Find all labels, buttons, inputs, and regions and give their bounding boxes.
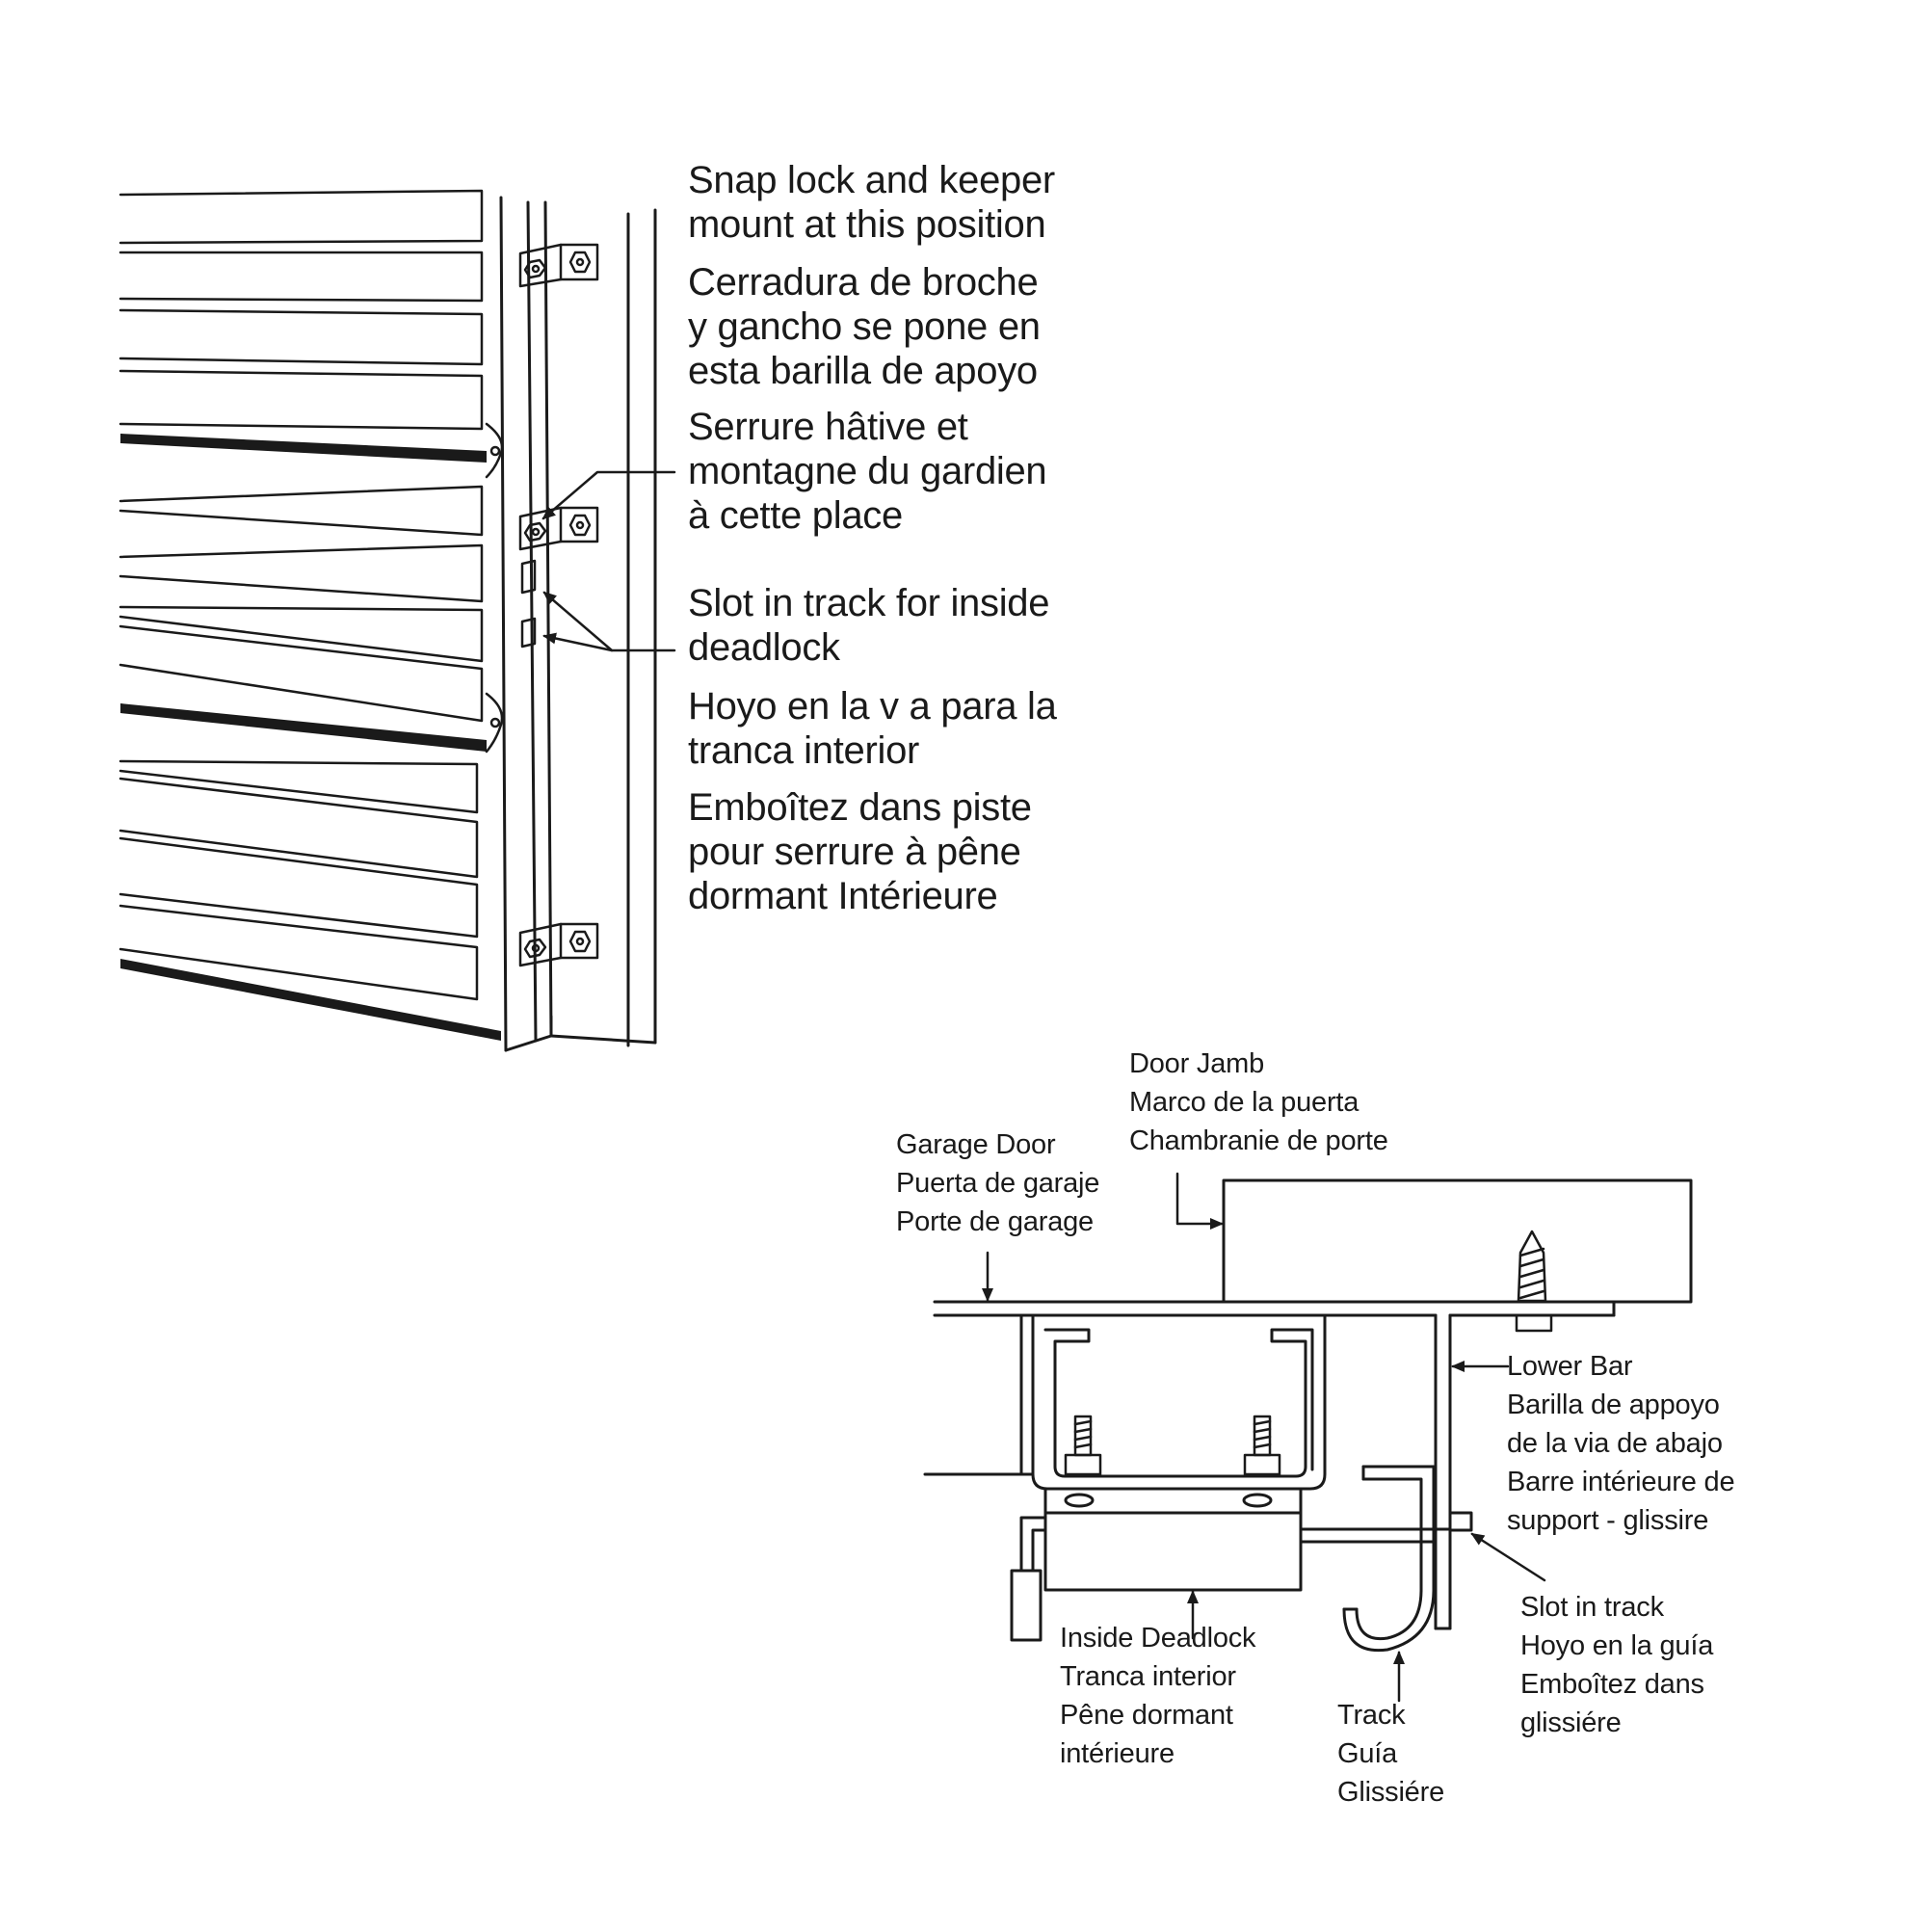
bracket-top: [518, 243, 599, 288]
lower-bar: [1434, 1313, 1473, 1630]
label-garage-door: Garage Door Puerta de garaje Porte de ga…: [896, 1129, 1100, 1237]
left-bracket: [923, 1313, 1035, 1476]
label-slot-en: Slot in track for inside deadlock: [688, 582, 1050, 669]
label-lock-en: Snap lock and keeper mount at this posit…: [688, 159, 1055, 246]
garage-door-line: [933, 1300, 1616, 1317]
door-jamb-block: [1222, 1178, 1693, 1304]
deadlock-body: [1010, 1487, 1452, 1642]
label-inside-deadlock: Inside Deadlock Tranca interior Pêne dor…: [1060, 1623, 1256, 1769]
bracket-bottom: [518, 922, 599, 967]
leader-lines-top: [541, 470, 676, 652]
panel-seams: [120, 434, 501, 1041]
c-channel: [1031, 1313, 1327, 1491]
leader-lines-bottom: [982, 1172, 1546, 1703]
label-lock-es: Cerradura de broche y gancho se pone en …: [688, 261, 1041, 392]
label-slot-es: Hoyo en la v a para la tranca interior: [688, 685, 1057, 772]
channel-bolts: [1064, 1415, 1281, 1476]
label-lock-fr: Serrure hâtive et montagne du gardien à …: [688, 406, 1047, 537]
label-slot-in-track: Slot in track Hoyo en la guía Emboîtez d…: [1520, 1592, 1714, 1738]
label-track: Track Guía Glissiére: [1337, 1700, 1444, 1808]
label-slot-fr: Emboîtez dans piste pour serrure à pêne …: [688, 786, 1032, 917]
label-lower-bar: Lower Bar Barilla de appoyo de la via de…: [1507, 1351, 1735, 1536]
track-profile: [1342, 1465, 1436, 1653]
track-slots: [520, 559, 537, 648]
bracket-middle: [518, 506, 599, 551]
hinge-bumps: [485, 422, 504, 754]
track-rails: [499, 196, 657, 1052]
label-door-jamb: Door Jamb Marco de la puerta Chambranie …: [1129, 1048, 1388, 1156]
door-panels: [119, 189, 484, 1001]
